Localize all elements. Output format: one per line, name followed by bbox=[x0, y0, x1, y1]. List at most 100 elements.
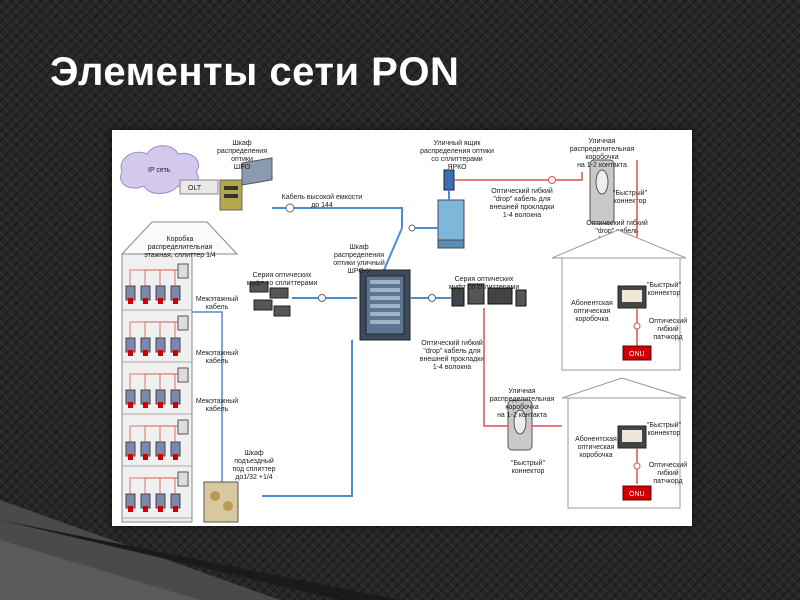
splice-closures-left bbox=[249, 281, 291, 317]
apartment-unit bbox=[140, 389, 151, 405]
onu-top-box bbox=[622, 345, 652, 361]
apartment-onu bbox=[128, 402, 133, 408]
ip-network-cloud bbox=[120, 145, 200, 194]
floor-distribution-box bbox=[177, 471, 189, 487]
apartment-onu bbox=[173, 454, 178, 460]
yarko-cabinet bbox=[437, 169, 465, 249]
entrance-feed bbox=[262, 340, 353, 497]
building-roof bbox=[120, 221, 239, 255]
apartment-onu bbox=[158, 454, 163, 460]
street-box-bottom bbox=[507, 399, 533, 451]
house-top bbox=[551, 229, 687, 371]
apartment-onu bbox=[128, 350, 133, 356]
apartment-unit bbox=[155, 493, 166, 509]
slide-title: Элементы сети PON bbox=[50, 50, 460, 94]
olt-label: OLT bbox=[188, 185, 202, 192]
drop-cable-top bbox=[454, 172, 583, 181]
onu-bottom-box bbox=[622, 485, 652, 501]
apartment-unit bbox=[155, 337, 166, 353]
apartment-unit bbox=[125, 285, 136, 301]
apartment-onu bbox=[143, 298, 148, 304]
ip-network-label: IP сеть bbox=[148, 167, 171, 174]
apartment-unit bbox=[155, 389, 166, 405]
trunk-connector-icon bbox=[285, 203, 295, 213]
apartment-onu bbox=[158, 298, 163, 304]
apartment-unit bbox=[125, 493, 136, 509]
apartment-onu bbox=[128, 454, 133, 460]
floor-distribution-box bbox=[177, 367, 189, 383]
interfloor-riser bbox=[192, 311, 223, 496]
olt-box bbox=[179, 179, 219, 195]
apartment-onu bbox=[128, 298, 133, 304]
house-top-fast-connector-label: "Быстрый"коннектор bbox=[647, 281, 682, 297]
apartment-unit bbox=[170, 389, 181, 405]
apartment-onu bbox=[143, 506, 148, 512]
fast-connector-bottom-label: "Быстрый"коннектор bbox=[511, 459, 546, 475]
floor bbox=[122, 419, 192, 467]
house-bottom-fast-connector-label: "Быстрый"коннектор bbox=[647, 421, 682, 437]
apartment-onu bbox=[143, 350, 148, 356]
apartment-unit bbox=[140, 337, 151, 353]
drop-top-connector-icon bbox=[548, 176, 556, 184]
fast-connector-top-label: "Быстрый"коннектор bbox=[613, 189, 648, 205]
apartment-unit bbox=[140, 285, 151, 301]
apartment-unit bbox=[170, 285, 181, 301]
floor bbox=[122, 367, 192, 415]
apartment-onu bbox=[158, 402, 163, 408]
splice-left-connector-icon bbox=[318, 294, 326, 302]
floor-distribution-box bbox=[177, 419, 189, 435]
floor bbox=[122, 263, 192, 311]
patchcord-top-connector-icon bbox=[633, 322, 641, 330]
apartment-building bbox=[120, 221, 239, 523]
apartment-unit bbox=[140, 441, 151, 457]
apartment-unit bbox=[170, 493, 181, 509]
apartment-unit bbox=[125, 337, 136, 353]
apartment-unit bbox=[125, 389, 136, 405]
shro-u-cabinet bbox=[359, 269, 411, 341]
apartment-onu bbox=[128, 506, 133, 512]
entrance-cabinet bbox=[203, 481, 239, 523]
apartment-onu bbox=[158, 506, 163, 512]
apartment-unit bbox=[155, 441, 166, 457]
apartment-onu bbox=[173, 402, 178, 408]
apartment-onu bbox=[173, 298, 178, 304]
splice-right-connector-icon bbox=[428, 294, 436, 302]
drop-cable-mid bbox=[483, 308, 496, 427]
apartment-onu bbox=[173, 506, 178, 512]
yarko-connector-icon bbox=[408, 224, 416, 232]
street-box-top bbox=[589, 159, 615, 225]
floor-distribution-box bbox=[177, 315, 189, 331]
shro-equipment bbox=[219, 157, 273, 211]
apartment-onu bbox=[143, 402, 148, 408]
apartment-unit bbox=[155, 285, 166, 301]
trunk-cable-top bbox=[272, 207, 403, 228]
trunk-cable-to-shro-u bbox=[383, 227, 403, 271]
apartment-unit bbox=[170, 441, 181, 457]
onu-top-label: ONU bbox=[629, 351, 645, 358]
apartment-onu bbox=[173, 350, 178, 356]
floor-distribution-box bbox=[177, 263, 189, 279]
patchcord-bottom-connector-icon bbox=[633, 462, 641, 470]
floor bbox=[122, 315, 192, 363]
apartment-onu bbox=[143, 454, 148, 460]
splice-closures-right bbox=[451, 283, 527, 307]
apartment-unit bbox=[125, 441, 136, 457]
onu-bottom-label: ONU bbox=[629, 491, 645, 498]
